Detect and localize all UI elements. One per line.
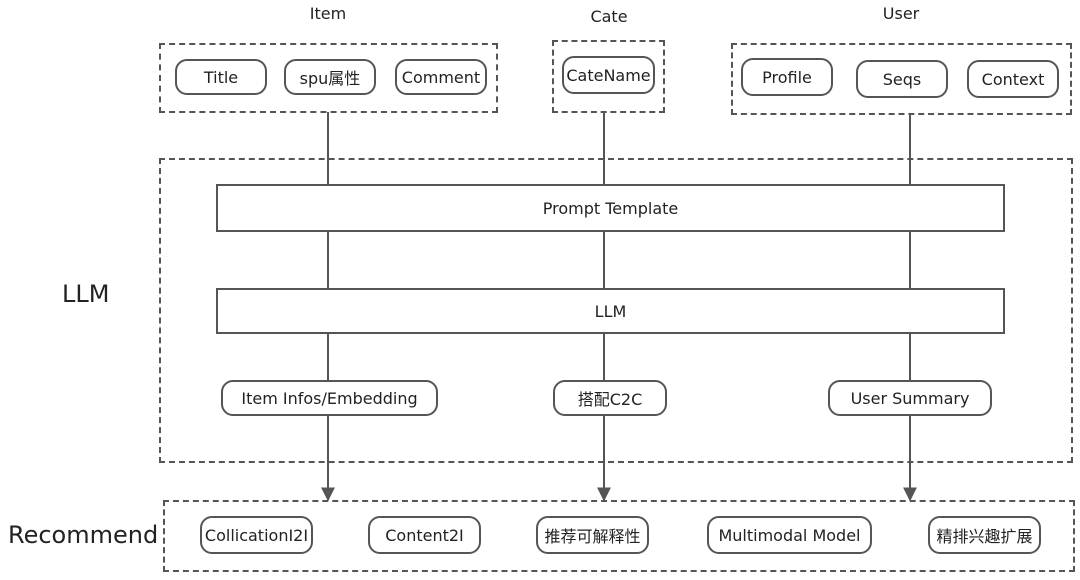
collication-i2i-node: CollicationI2I	[200, 516, 313, 554]
recommendation-explainability-node: 推荐可解释性	[536, 516, 649, 554]
multimodal-model-node: Multimodal Model	[707, 516, 872, 554]
content2i-node: Content2I	[368, 516, 481, 554]
cate-name-node: CateName	[562, 56, 655, 94]
user-seqs-node: Seqs	[856, 60, 948, 98]
item-spu-attr-node: spu属性	[284, 59, 376, 95]
user-group-box	[731, 43, 1072, 115]
item-group-title: Item	[309, 4, 347, 23]
item-group-box	[159, 43, 498, 113]
cate-group-title: Cate	[590, 7, 628, 26]
llm-section-box	[159, 158, 1073, 463]
llm-section-label: LLM	[62, 280, 110, 308]
user-context-node: Context	[967, 60, 1059, 98]
user-group-title: User	[882, 4, 920, 23]
item-comment-node: Comment	[395, 59, 487, 95]
item-title-node: Title	[175, 59, 267, 95]
cate-group-box	[552, 40, 665, 113]
recommend-section-box	[163, 500, 1075, 572]
item-infos-embedding-node: Item Infos/Embedding	[221, 380, 438, 416]
recommend-section-label: Recommend	[8, 521, 159, 549]
user-profile-node: Profile	[741, 58, 833, 96]
ranking-interest-expansion-node: 精排兴趣扩展	[928, 516, 1041, 554]
user-summary-node: User Summary	[828, 380, 992, 416]
collocation-c2c-node: 搭配C2C	[553, 380, 667, 416]
llm-bar: LLM	[216, 288, 1005, 334]
prompt-template-bar: Prompt Template	[216, 184, 1005, 232]
